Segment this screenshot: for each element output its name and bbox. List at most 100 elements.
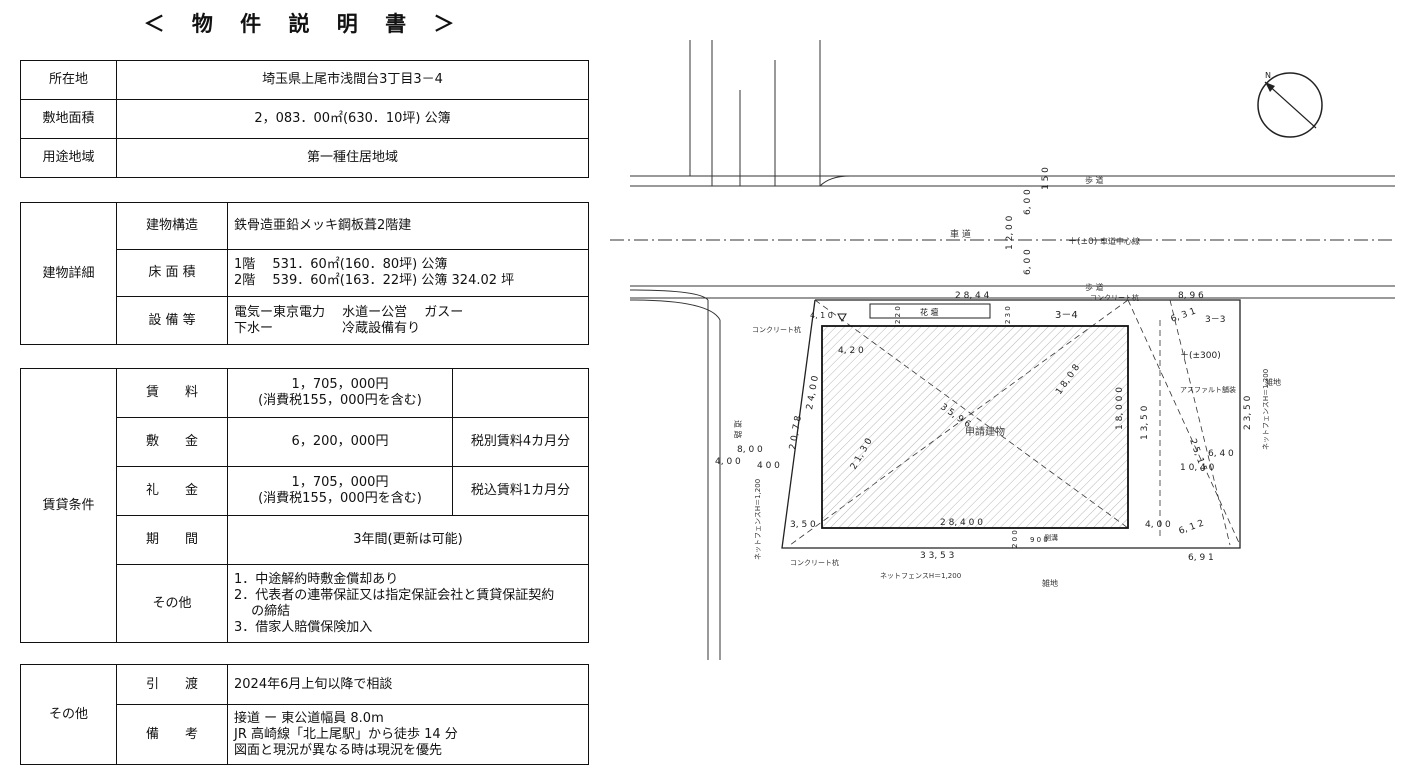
benchmark-label: ＋(±0) — [1068, 236, 1097, 247]
triangle-marker-icon — [837, 313, 847, 323]
location-value: 埼玉県上尾市浅間台3丁目3－4 — [116, 60, 589, 100]
north-arrow-icon: N — [1257, 71, 1323, 138]
dim-1040: 1 0, 4 0 — [1180, 463, 1215, 473]
building-footprint — [821, 325, 1129, 529]
dim-230: 2 3 0 — [1004, 306, 1012, 324]
remarks-line-3: 図面と現況が異なる時は現況を優先 — [234, 742, 443, 758]
dim-400-c: 4, 0 0 — [1145, 520, 1171, 530]
road-center-label: 車道中心線 — [1100, 236, 1140, 246]
concrete-top-label: コンクリート杭 — [1090, 293, 1139, 302]
road-left-label: 道 路 — [733, 420, 743, 439]
site-area-label: 敷地面積 — [20, 99, 117, 139]
building-label: 申請建物 — [965, 425, 1005, 438]
location-table: 所在地 埼玉県上尾市浅間台3丁目3－4 敷地面積 2，083．00㎡(630．1… — [20, 60, 589, 178]
lot-number: 3－4 — [1055, 310, 1078, 321]
remarks-line-2: JR 高崎線「北上尾駅」から徒歩 14 分 — [234, 726, 458, 742]
sidewalk-top-label: 歩 道 — [1085, 175, 1104, 185]
svg-text:N: N — [1265, 71, 1271, 80]
dim-600-b: 6, 0 0 — [1023, 249, 1033, 275]
key-money-note: 税込賃料1カ月分 — [452, 466, 589, 516]
dim-800: 8, 0 0 — [737, 445, 763, 455]
deposit-value: 6，200，000円 — [227, 417, 453, 467]
dim-220: 2 2 0 — [894, 306, 902, 324]
site-area-value: 2，083．00㎡(630．10坪) 公簿 — [116, 99, 589, 139]
term-value: 3年間(更新は可能) — [227, 515, 589, 565]
fence-right-label: ネットフェンスH＝1,200 — [1262, 369, 1270, 450]
flowerbed-label: 花 壇 — [920, 307, 939, 317]
fence-bottom-label: ネットフェンスH＝1,200 — [880, 572, 961, 580]
road-lines — [610, 40, 1395, 660]
lease-other-line-1: 1．中途解約時敷金償却あり — [234, 571, 399, 587]
dim-left-side: 2 0, 7 8 — [788, 415, 804, 451]
site-plan: N 歩 道 車 道 車道中心線 歩 道 ＋(±0) 申請建物 — [610, 40, 1395, 660]
equipment-value: 電気ー東京電力 水道ー公営 ガスー 下水ー 冷蔵設備有り — [227, 296, 589, 345]
dim-612: 6, 1 2 — [1178, 519, 1206, 537]
remarks-value: 接道 ー 東公道幅員 8.0m JR 高崎線「北上尾駅」から徒歩 14 分 図面… — [227, 704, 589, 765]
misc-table: その他 引 渡 2024年6月上旬以降で相談 備 考 接道 ー 東公道幅員 8.… — [20, 664, 589, 765]
rent-value: 1，705，000円 (消費税155，000円を含む) — [227, 368, 453, 418]
floor-area-line-2: 2階 539．60㎡(163．22坪) 公簿 324.02 坪 — [234, 273, 515, 288]
equipment-line-1: 電気ー東京電力 水道ー公営 ガスー — [234, 304, 464, 320]
dim-691: 6, 9 1 — [1188, 553, 1214, 563]
neighbor-bottom-label: 雑地 — [1042, 578, 1058, 588]
lease-other-value: 1．中途解約時敷金償却あり 2．代表者の連帯保証又は指定保証会社と賃貸保証契約 … — [227, 564, 589, 643]
dim-width-top-2: 8, 9 6 — [1178, 291, 1204, 301]
benchmark-2: ＋(±300) — [1180, 350, 1221, 361]
sidewalk-mid-label: 歩 道 — [1085, 282, 1104, 292]
dim-1200: 1 2, 0 0 — [1005, 215, 1015, 250]
neighbor-right-label: 雑地 — [1265, 377, 1281, 387]
lease-other-line-2: 2．代表者の連帯保証又は指定保証会社と賃貸保証契約 — [234, 587, 555, 603]
dim-600: 6, 0 0 — [1023, 189, 1033, 215]
key-money-label: 礼 金 — [116, 466, 228, 516]
gutter-label: 側溝 — [1044, 533, 1058, 542]
building-group-label: 建物詳細 — [20, 202, 117, 345]
floor-area-line-1: 1階 531．60㎡(160．80坪) 公簿 — [234, 257, 448, 272]
building-table: 建物詳細 建物構造 鉄骨造亜鉛メッキ鋼板葺2階建 床 面 積 1階 531．60… — [20, 202, 589, 345]
flowerbed — [869, 303, 991, 319]
misc-group-label: その他 — [20, 664, 117, 765]
road-label: 車 道 — [950, 228, 971, 240]
lease-other-line-4: 3．借家人賠償保険加入 — [234, 619, 373, 635]
dim-right-depth: 2 3, 5 0 — [1243, 395, 1253, 430]
equipment-label: 設 備 等 — [116, 296, 228, 345]
lot-number-2: 3－3 — [1205, 315, 1225, 325]
zoning-label: 用途地域 — [20, 138, 117, 178]
zoning-value: 第一種住居地域 — [116, 138, 589, 178]
floor-area-value: 1階 531．60㎡(160．80坪) 公簿 2階 539．60㎡(163．22… — [227, 249, 589, 297]
handover-label: 引 渡 — [116, 664, 228, 705]
rent-label: 賃 料 — [116, 368, 228, 418]
fence-left-label: ネットフェンスH＝1,200 — [754, 479, 762, 560]
dim-631: 6, 3 1 — [1170, 307, 1198, 325]
property-boundary — [781, 299, 1241, 549]
location-label: 所在地 — [20, 60, 117, 100]
dim-width-bottom: 3 3, 5 3 — [920, 551, 954, 561]
dim-420: 4, 2 0 — [838, 346, 864, 356]
dim-building-height: 1 8, 0 0 0 — [1115, 387, 1125, 430]
lease-other-label: その他 — [116, 564, 228, 643]
handover-value: 2024年6月上旬以降で相談 — [227, 664, 589, 705]
equipment-line-2: 下水ー 冷蔵設備有り — [234, 320, 421, 336]
dim-right-depth-2: 1 3, 5 0 — [1140, 405, 1150, 440]
dim-400-b: 4 0 0 — [757, 461, 780, 471]
dim-200: 2 0 0 — [1011, 530, 1019, 548]
dim-640: 6, 4 0 — [1208, 449, 1234, 459]
lease-group-label: 賃貸条件 — [20, 368, 117, 643]
dim-400: 4, 0 0 — [715, 457, 741, 467]
dim-410: 4, 1 0 — [810, 311, 833, 320]
dim-building-width: 2 8, 4 0 0 — [940, 518, 983, 528]
dim-350: 3, 5 0 — [790, 520, 816, 530]
dim-900: 9 0 0 — [1030, 536, 1048, 544]
concrete-left-label: コンクリート杭 — [752, 325, 801, 334]
deposit-note: 税別賃料4カ月分 — [452, 417, 589, 467]
dim-150: 1 5 0 — [1041, 167, 1051, 190]
remarks-label: 備 考 — [116, 704, 228, 765]
lease-other-line-3: の締結 — [234, 603, 291, 619]
page-title: ＜ 物 件 説 明 書 ＞ — [143, 12, 465, 36]
lease-table: 賃貸条件 賃 料 1，705，000円 (消費税155，000円を含む) 敷 金… — [20, 368, 589, 643]
rent-note — [452, 368, 589, 418]
floor-area-label: 床 面 積 — [116, 249, 228, 297]
term-label: 期 間 — [116, 515, 228, 565]
remarks-line-1: 接道 ー 東公道幅員 8.0m — [234, 710, 384, 726]
structure-value: 鉄骨造亜鉛メッキ鋼板葺2階建 — [227, 202, 589, 250]
concrete-bottom-label: コンクリート杭 — [790, 558, 839, 567]
